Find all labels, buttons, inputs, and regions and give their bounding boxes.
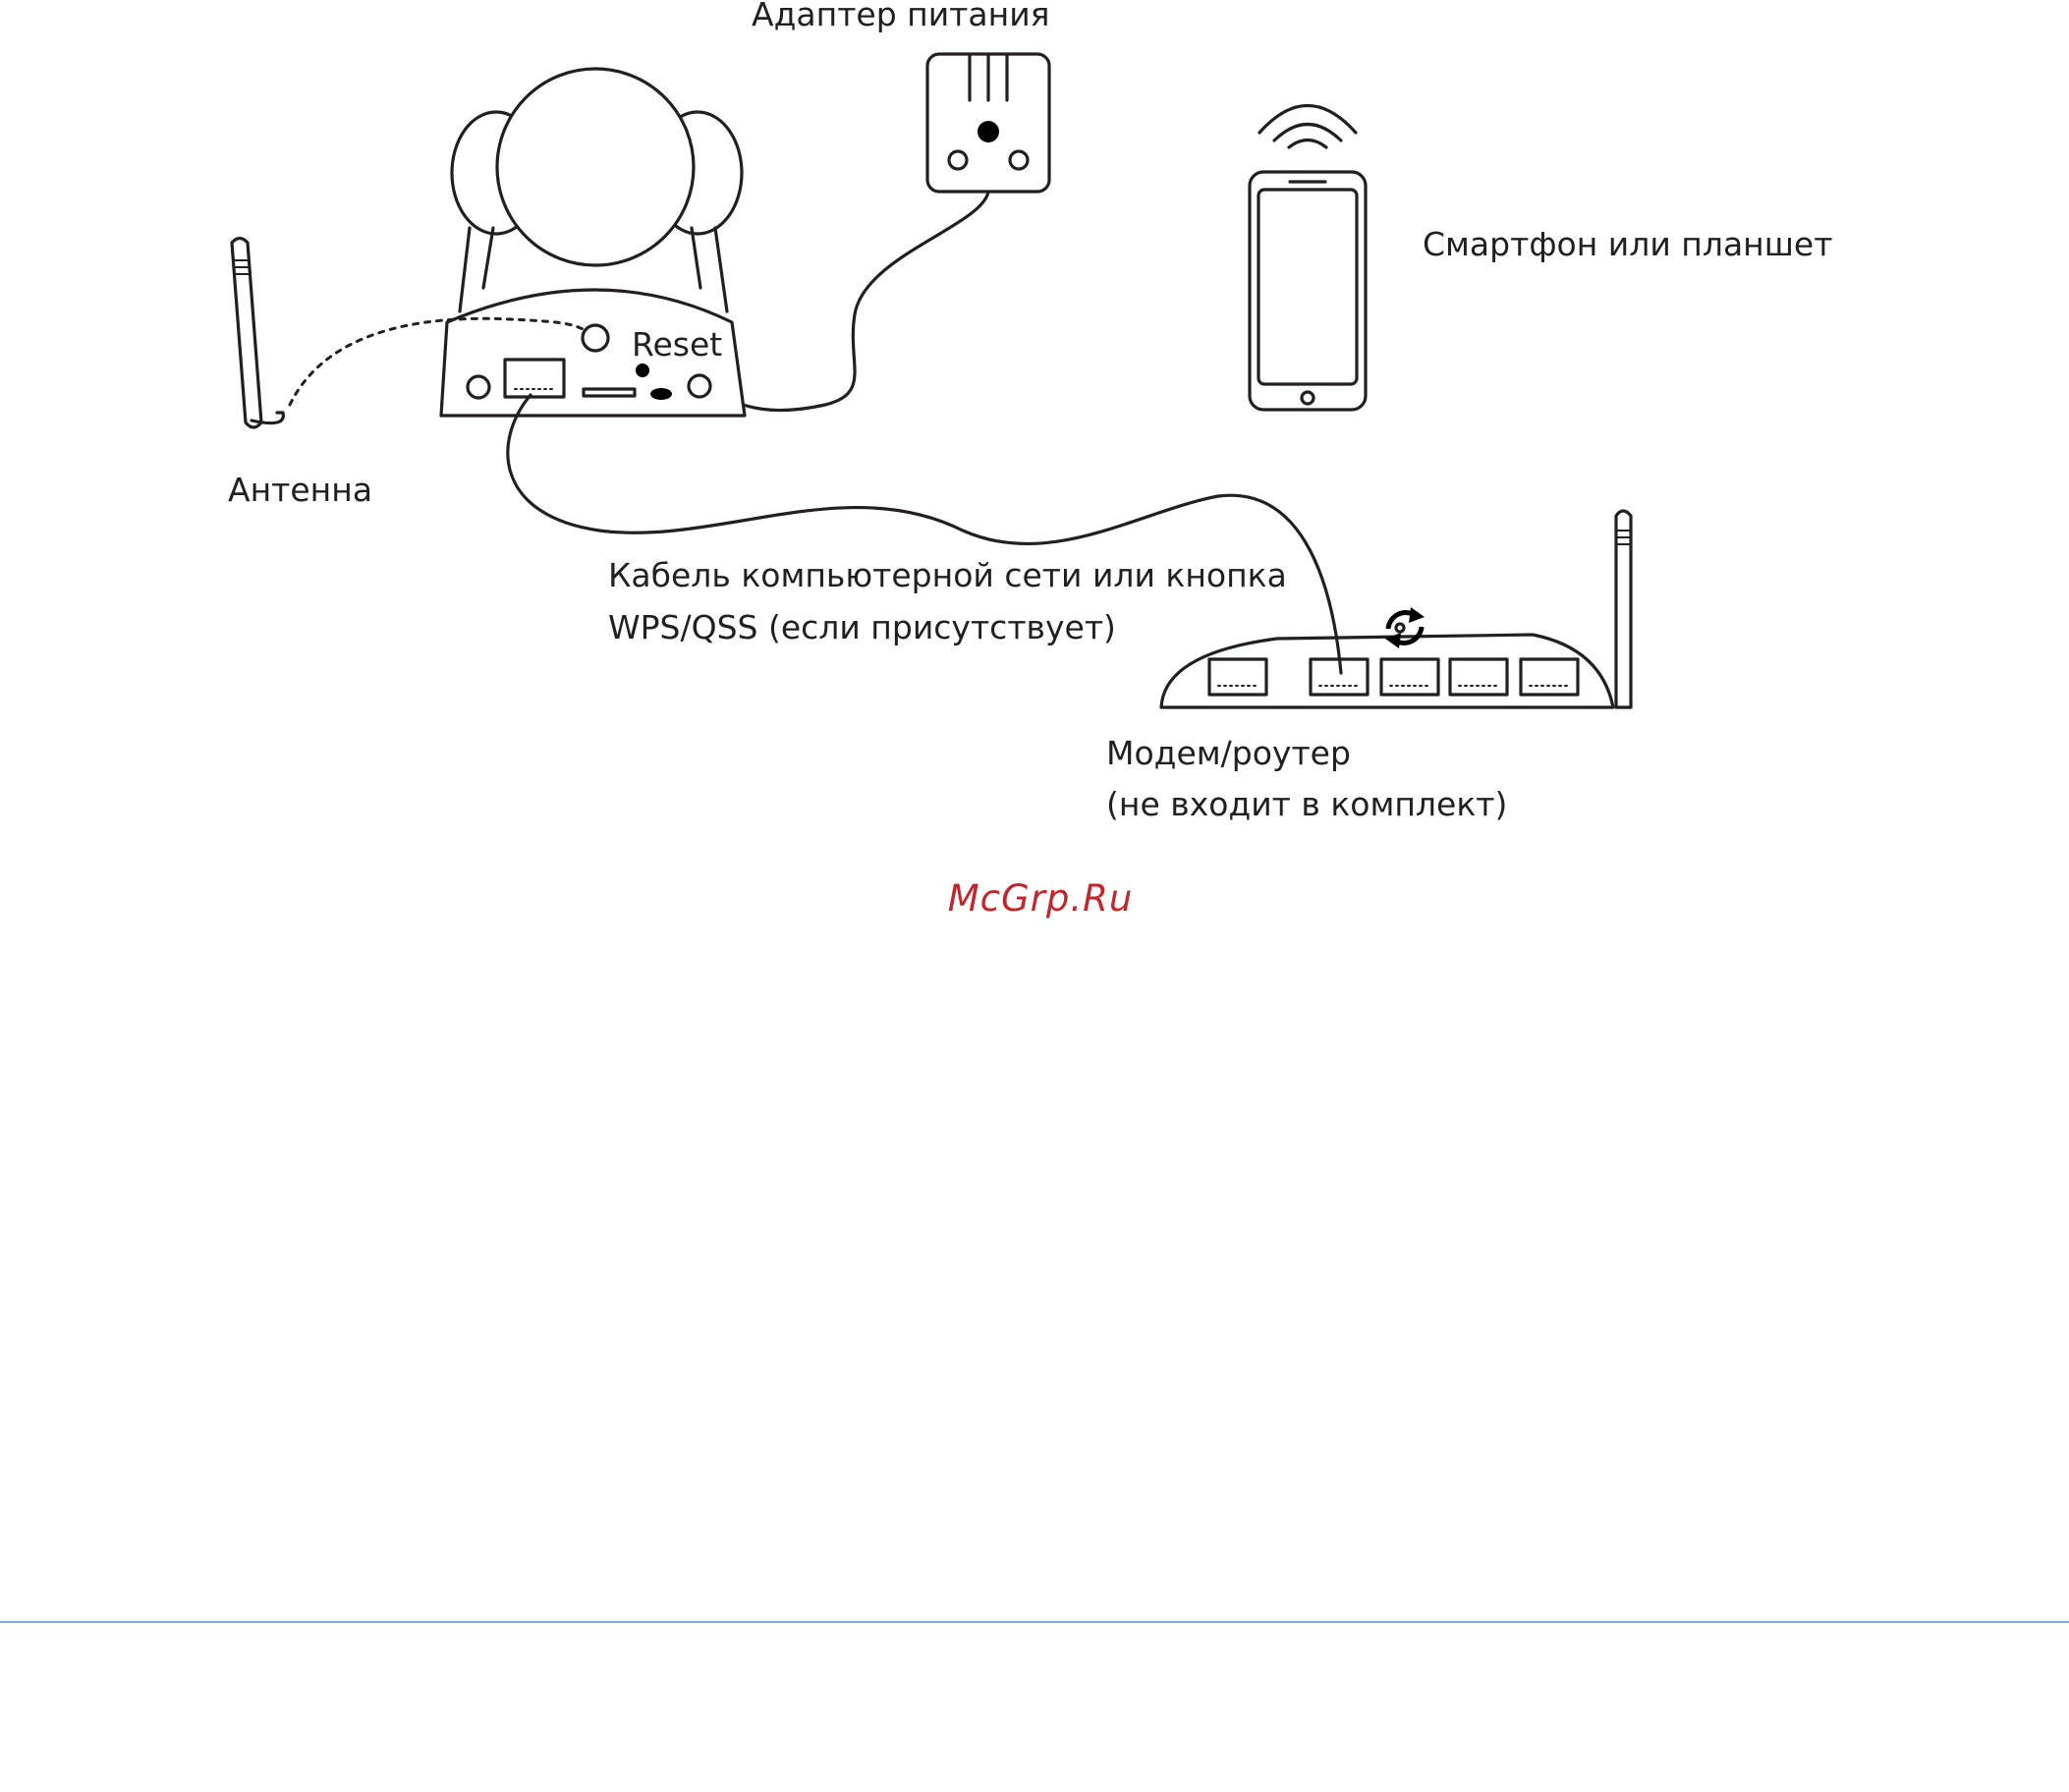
router-label-line2: (не входит в комплект) xyxy=(1106,785,1507,823)
cable-label-line1: Кабель компьютерной сети или кнопка xyxy=(608,556,1287,594)
reset-label: Reset xyxy=(632,325,722,364)
watermark: McGrp.Ru xyxy=(948,877,1134,920)
smartphone-icon xyxy=(1250,172,1366,410)
router-label-line1: Модем/роутер xyxy=(1106,734,1351,772)
power-cable xyxy=(705,192,988,411)
antenna-icon xyxy=(232,239,283,428)
wps-icon xyxy=(1385,607,1425,648)
cable-label-line2: WPS/QSS (если присутствует) xyxy=(608,608,1116,646)
power-adapter-icon xyxy=(927,54,1049,192)
router-icon xyxy=(1161,511,1631,707)
ip-camera-icon xyxy=(441,69,745,416)
antenna-label: Антенна xyxy=(228,471,372,509)
wifi-signal-icon xyxy=(1259,106,1356,148)
power-adapter-label: Адаптер питания xyxy=(752,0,1050,33)
smartphone-label: Смартфон или планшет xyxy=(1423,225,1832,263)
